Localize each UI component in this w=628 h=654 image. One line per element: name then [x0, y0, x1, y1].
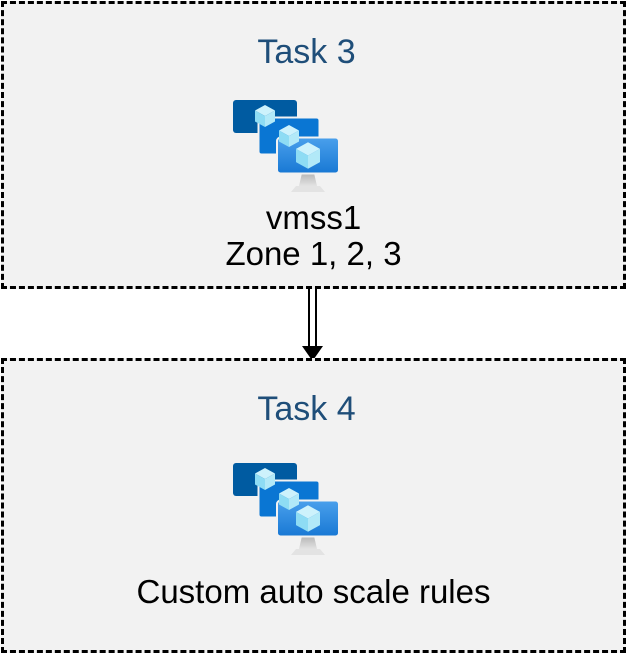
down-arrow-icon [302, 289, 323, 361]
vm-name-label: vmss1 [265, 199, 362, 236]
task4-box: Task 4 Custom auto scale rules [1, 358, 626, 653]
monitor-stand-base [291, 186, 325, 192]
vm-scale-set-icon [233, 463, 339, 555]
monitor-stand-base [291, 549, 325, 555]
task3-box: Task 3 [1, 1, 626, 289]
autoscale-rules-label: Custom auto scale rules [136, 573, 491, 610]
monitor-stand-neck [299, 536, 317, 549]
vm-scale-set-icon [233, 100, 339, 192]
task4-text: Custom auto scale rules [4, 570, 623, 614]
zone-label: Zone 1, 2, 3 [225, 235, 402, 272]
monitor-stand-neck [299, 173, 317, 186]
task4-title: Task 4 [257, 390, 356, 428]
task3-title: Task 3 [257, 33, 356, 71]
